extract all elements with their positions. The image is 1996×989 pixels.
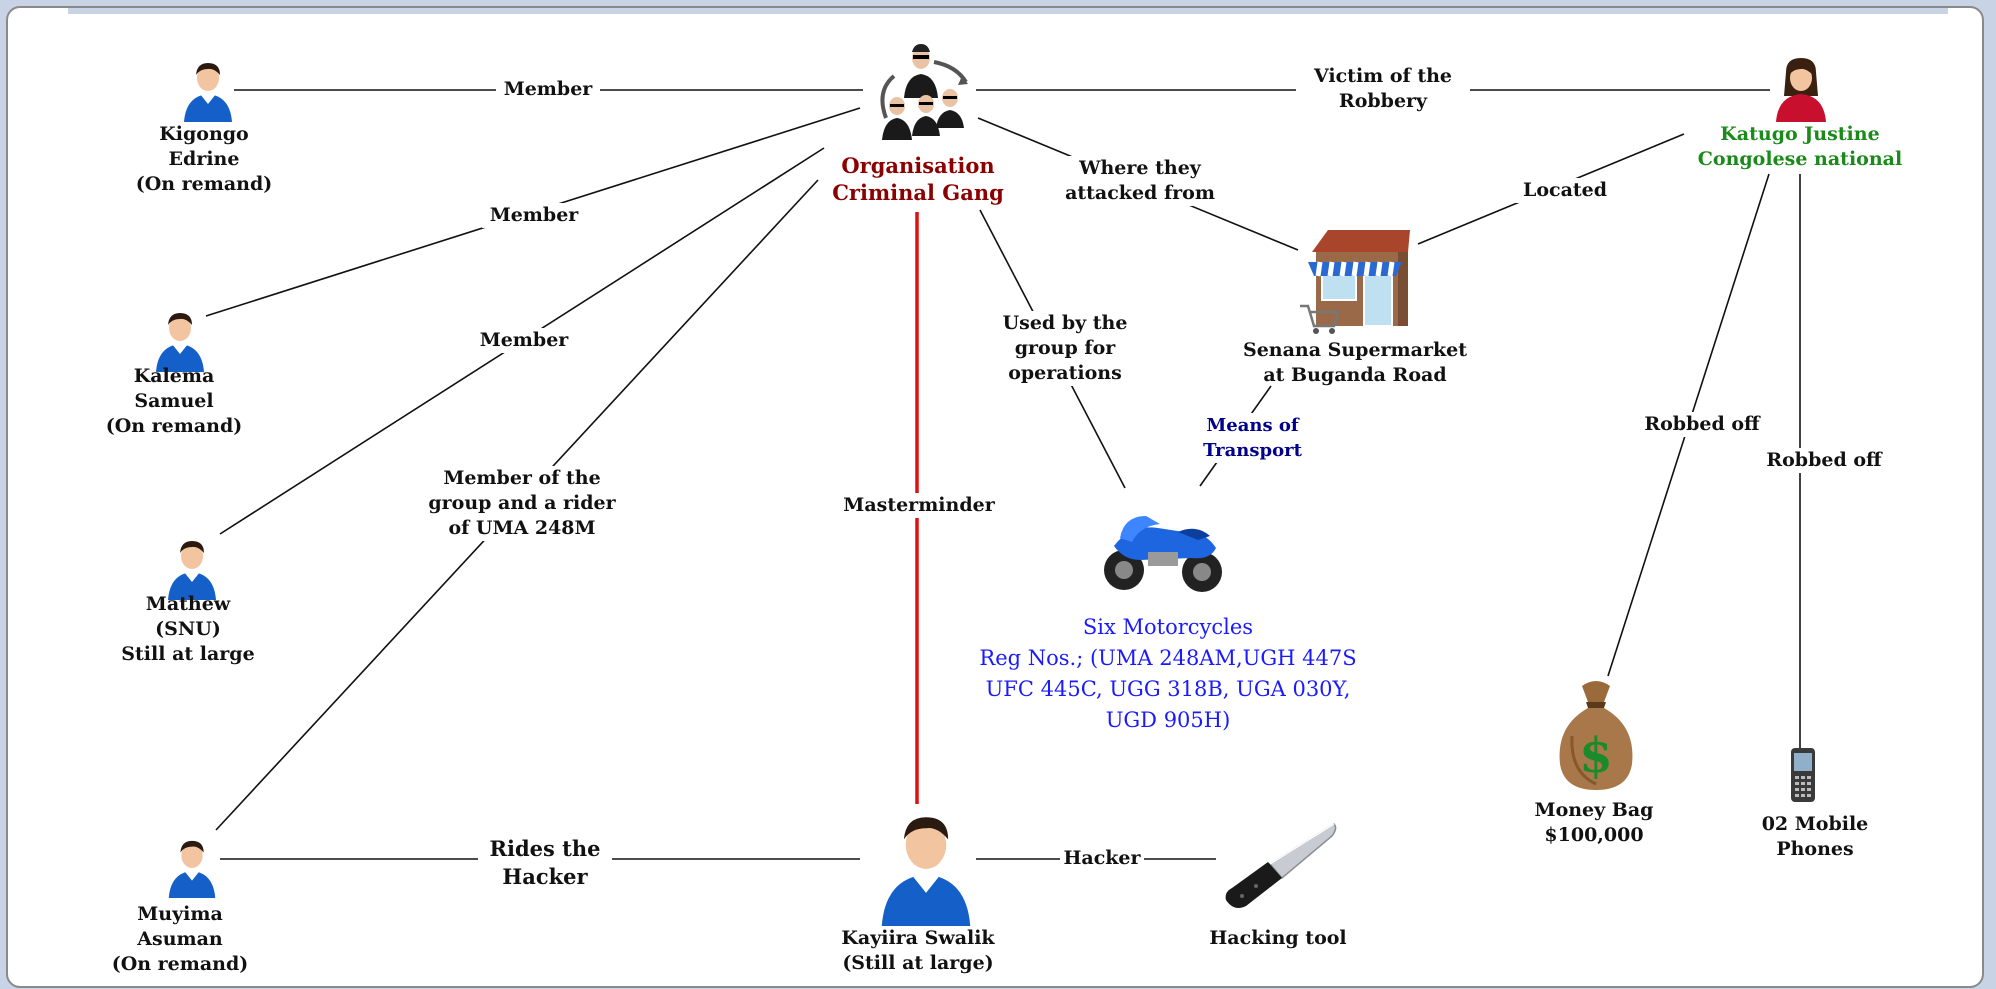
node-label-motorcycles: Six Motorcycles Reg Nos.; (UMA 248AM,UGH… (979, 615, 1357, 732)
edge-label-robbed-off: Robbed off (1630, 412, 1774, 437)
diagram-canvas: Member Member Member Member of the group… (6, 6, 1984, 988)
person-icon (184, 63, 232, 122)
node-label-kigongo: Kigongo Edrine (On remand) (135, 123, 273, 195)
node-label-criminal-gang: Organisation Criminal Gang (832, 153, 1004, 205)
node-label-mobile-phones: 02 Mobile Phones (1761, 813, 1869, 860)
node-label-mathew: Mathew (SNU) Still at large (121, 593, 255, 665)
person-icon (168, 541, 216, 600)
group-people-icon (880, 44, 968, 140)
edge-label-member-rider: Member of the group and a rider of UMA 2… (420, 466, 624, 541)
node-label-kalema: Kalema Samuel (On remand) (105, 365, 243, 437)
edge-label-member: Member (472, 328, 576, 353)
knife-icon (1225, 823, 1337, 908)
node-label-supermarket: Senana Supermarket at Buganda Road (1242, 339, 1468, 386)
node-label-kayiira: Kayiira Swalik (Still at large) (841, 927, 995, 974)
motorcycle-icon (1104, 516, 1222, 592)
edge-label-means-of-transport: Means of Transport (1188, 413, 1317, 463)
mobile-phone-icon (1791, 748, 1815, 802)
person-icon (156, 313, 204, 372)
edge-label-located: Located (1508, 178, 1622, 203)
woman-icon (1776, 58, 1826, 122)
edge-label-hacker: Hacker (1060, 846, 1144, 871)
node-label-victim: Katugo Justine Congolese national (1697, 123, 1903, 170)
edge-label-masterminder: Masterminder (832, 493, 1006, 518)
edge-label-attacked-from: Where they attacked from (1058, 156, 1222, 206)
edge-label-rides-hacker: Rides the Hacker (478, 835, 612, 891)
node-label-muyima: Muyima Asuman (On remand) (111, 903, 249, 975)
svg-text:$: $ (1579, 728, 1612, 784)
edge-label-robbed-off: Robbed off (1752, 448, 1896, 473)
node-label-money-bag: Money Bag $100,000 (1534, 799, 1654, 846)
top-band (68, 8, 1948, 14)
edge-label-member: Member (482, 203, 586, 228)
edge-label-member: Member (496, 77, 600, 102)
node-label-hacking-tool: Hacking tool (1209, 927, 1347, 949)
person-icon (881, 817, 971, 926)
edge-label-used-by-group: Used by the group for operations (983, 311, 1147, 386)
money-bag-icon: $ (1559, 681, 1633, 790)
person-icon (168, 840, 216, 898)
supermarket-icon (1300, 230, 1410, 334)
edge-label-victim-of-robbery: Victim of the Robbery (1296, 64, 1470, 114)
